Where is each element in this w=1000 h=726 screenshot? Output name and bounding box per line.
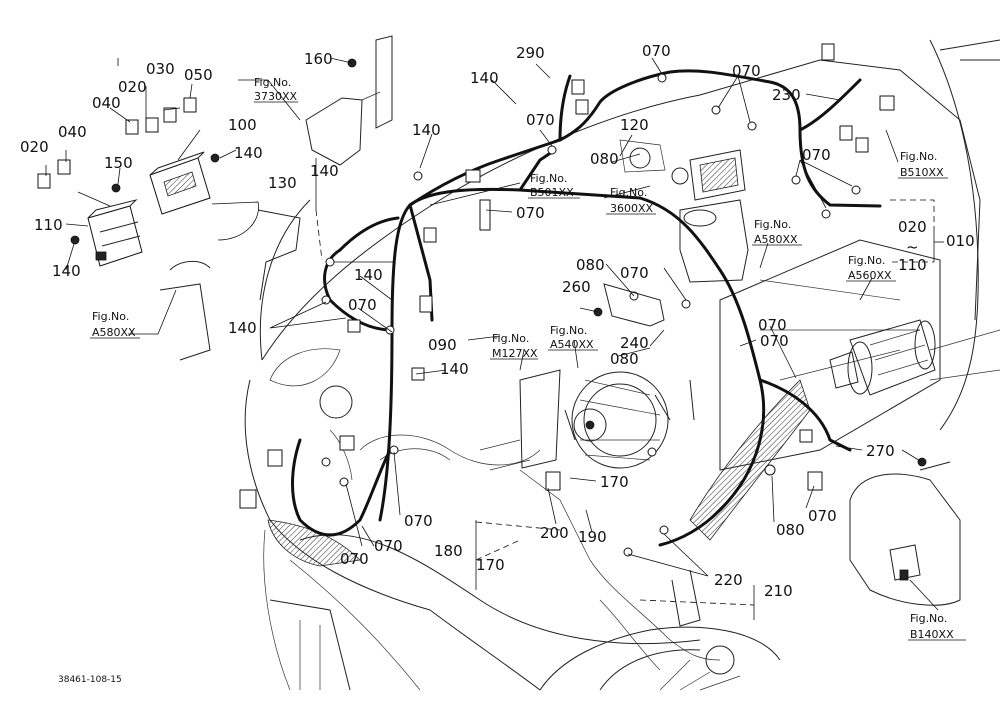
callout-250: 240 bbox=[620, 334, 649, 352]
callout-080-a: 080 bbox=[590, 150, 619, 168]
callout-060-a: 070 bbox=[642, 42, 671, 60]
figref-a580-left: A580XX bbox=[92, 326, 136, 339]
callout-180: 180 bbox=[434, 542, 463, 560]
figref-b140-prefix: Fig.No. bbox=[910, 612, 947, 625]
callout-100: 100 bbox=[228, 116, 257, 134]
callout-080-d: 080 bbox=[776, 521, 805, 539]
figref-3600: 3600XX bbox=[610, 202, 654, 215]
figure-references: Fig.No. 3730XX Fig.No. B510XX Fig.No. B5… bbox=[90, 76, 966, 641]
front-axle bbox=[539, 569, 781, 691]
intake-assembly bbox=[619, 139, 749, 283]
figref-b140: B140XX bbox=[910, 628, 954, 641]
figref-3730-prefix: Fig.No. bbox=[254, 76, 291, 89]
callout-050: 050 bbox=[184, 66, 213, 84]
callout-060-g: 070 bbox=[348, 296, 377, 314]
callout-020-left: 020 bbox=[20, 138, 49, 156]
bracket-b140 bbox=[849, 473, 961, 606]
callout-140-e: 140 bbox=[228, 319, 257, 337]
callout-080-c: 080 bbox=[610, 350, 639, 368]
callout-140-d: 140 bbox=[354, 266, 383, 284]
bracket-3730 bbox=[305, 35, 393, 166]
callout-090: 090 bbox=[428, 336, 457, 354]
callout-190-b: 170 bbox=[476, 556, 505, 574]
drawing-code: 38461-108-15 bbox=[58, 675, 122, 685]
callout-040-top: 040 bbox=[92, 94, 121, 112]
callout-160: 150 bbox=[104, 154, 133, 172]
callout-110: 110 bbox=[34, 216, 63, 234]
figref-a580-right: A580XX bbox=[754, 233, 798, 246]
figref-3600-prefix: Fig.No. bbox=[610, 186, 647, 199]
callout-230: 220 bbox=[714, 571, 743, 589]
callout-130: 130 bbox=[268, 174, 297, 192]
figref-a580-right-prefix: Fig.No. bbox=[754, 218, 791, 231]
front-grille bbox=[267, 348, 811, 567]
alternator bbox=[564, 371, 671, 469]
callout-110-right: 110 bbox=[898, 256, 927, 274]
fuses bbox=[37, 58, 357, 361]
callout-080-b: 080 bbox=[576, 256, 605, 274]
relay-box-110 bbox=[87, 199, 143, 267]
callout-060-h: 070 bbox=[758, 316, 787, 334]
figref-a560-prefix: Fig.No. bbox=[848, 254, 885, 267]
callout-140-f: 140 bbox=[440, 360, 469, 378]
figref-b501-prefix: Fig.No. bbox=[530, 172, 567, 185]
figref-a580-left-prefix: Fig.No. bbox=[92, 310, 129, 323]
callout-070-b: 070 bbox=[808, 507, 837, 525]
figref-b510-prefix: Fig.No. bbox=[900, 150, 937, 163]
main-harness bbox=[291, 69, 882, 671]
callout-150-top: 140 bbox=[234, 144, 263, 162]
callout-060-e: 070 bbox=[516, 204, 545, 222]
callout-290: 290 bbox=[516, 44, 545, 62]
figref-m127: M127XX bbox=[492, 347, 538, 360]
leader-lines bbox=[45, 57, 939, 611]
callout-070-a: 070 bbox=[760, 332, 789, 350]
callout-060-f: 070 bbox=[620, 264, 649, 282]
callout-240: 230 bbox=[772, 86, 801, 104]
callout-020-top: 020 bbox=[118, 78, 147, 96]
callout-120: 120 bbox=[620, 116, 649, 134]
callout-210: 190 bbox=[578, 528, 607, 546]
callout-140-a: 140 bbox=[470, 69, 499, 87]
callout-060-b: 070 bbox=[732, 62, 761, 80]
connectors bbox=[239, 43, 951, 557]
callout-260: 260 bbox=[562, 278, 591, 296]
grouping-lines bbox=[315, 158, 935, 620]
figref-a540-prefix: Fig.No. bbox=[550, 324, 587, 337]
callout-150-left: 140 bbox=[52, 262, 81, 280]
callout-190-a: 170 bbox=[600, 473, 629, 491]
figref-a560: A560XX bbox=[848, 269, 892, 282]
figref-m127-prefix: Fig.No. bbox=[492, 332, 529, 345]
callout-200: 200 bbox=[540, 524, 569, 542]
starter-motor bbox=[829, 319, 936, 396]
callout-010: 010 bbox=[946, 232, 975, 250]
range-tilde: ~ bbox=[906, 238, 919, 256]
callout-020-right: 020 bbox=[898, 218, 927, 236]
callout-060-d: 070 bbox=[802, 146, 831, 164]
callout-060-c: 070 bbox=[526, 111, 555, 129]
callout-140-b: 140 bbox=[412, 121, 441, 139]
callout-labels: 160 030 050 020 040 100 020 040 150 140 … bbox=[20, 42, 975, 600]
callout-170: 160 bbox=[304, 50, 333, 68]
callout-070-c: 070 bbox=[374, 537, 403, 555]
engine-block bbox=[699, 39, 1000, 471]
callout-220: 210 bbox=[764, 582, 793, 600]
figref-b510: B510XX bbox=[900, 166, 944, 179]
hood-outline bbox=[244, 94, 701, 691]
figref-b501: B501XX bbox=[530, 186, 574, 199]
callout-060-j: 070 bbox=[340, 550, 369, 568]
figref-a540: A540XX bbox=[550, 338, 594, 351]
callout-140-c: 140 bbox=[310, 162, 339, 180]
callout-270: 270 bbox=[866, 442, 895, 460]
callout-030: 030 bbox=[146, 60, 175, 78]
fuse-box-100 bbox=[149, 151, 211, 215]
callout-040-left: 040 bbox=[58, 123, 87, 141]
figref-3730: 3730XX bbox=[254, 90, 298, 103]
range-bracket: ~ bbox=[906, 238, 944, 256]
callout-060-i: 070 bbox=[404, 512, 433, 530]
